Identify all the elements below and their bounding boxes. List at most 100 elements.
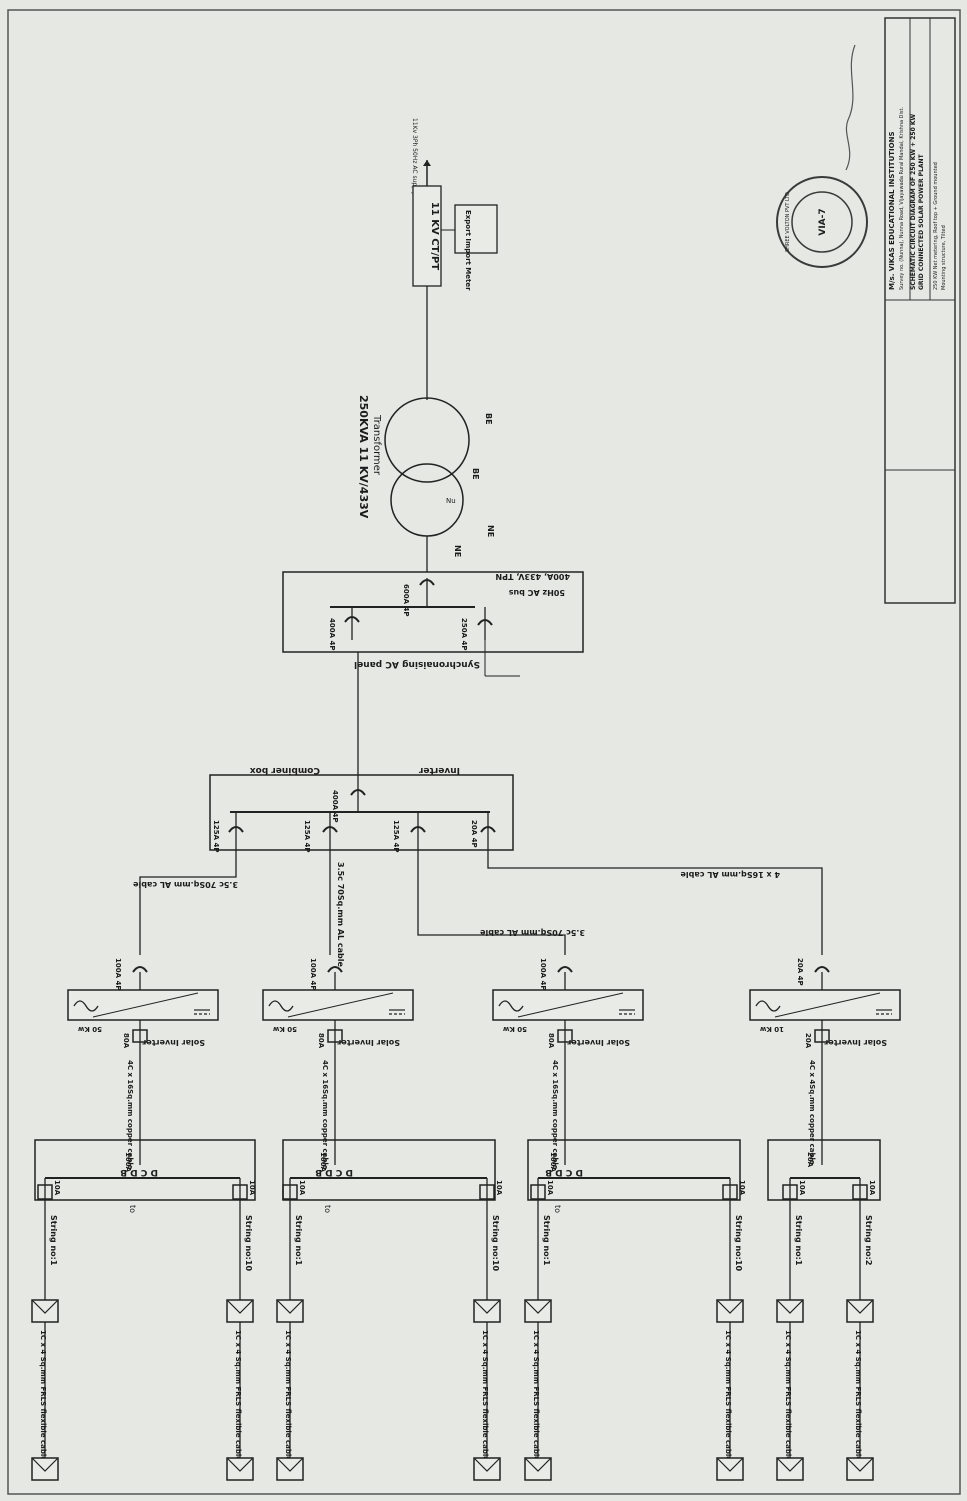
combiner-main-breaker: 400A 4P (331, 790, 339, 822)
pv-module-mark (524, 1299, 552, 1314)
ctpt-label: 11 KV CT/PT (429, 202, 440, 271)
string-cable-label: 1C x 4 Sq.mm FRLS flexible cable (532, 1330, 540, 1461)
dc-breaker-symbol (132, 1029, 148, 1043)
string-cable-label: 1C x 4 Sq.mm FRLS flexible cable (784, 1330, 792, 1461)
pv-module-mark (31, 1457, 59, 1472)
export-import-meter (454, 204, 498, 254)
dc-cable-label: 4C x 16Sq.mm copper cable (551, 1060, 559, 1170)
inverter-diagonal (287, 992, 394, 1018)
feeder-breaker-2: 125A 4P (303, 820, 311, 852)
string-cable-label: 1C x 4 Sq.mm FRLS flexible cable (234, 1330, 242, 1461)
inverter-ac-breaker: 100A 4P (114, 958, 122, 990)
string-fuse-symbol (782, 1184, 798, 1200)
ac-cable-4: 4 x 16Sq.mm AL cable (680, 870, 780, 879)
dcdb-main-breaker: 100A (124, 1152, 132, 1173)
title-line-1: M/s. VIKAS EDUCATIONAL INSTITUTIONS (888, 132, 896, 291)
string-label: String no:1 (794, 1215, 803, 1266)
title-line-4: GRID CONNECTED SOLAR POWER PLANT (918, 153, 925, 290)
inverter-label: Solar Inverter (337, 1038, 400, 1047)
ac-cable-1: 3.5c 70Sq.mm AL cable (133, 880, 239, 889)
sheet-border (7, 9, 961, 1495)
feeder-breaker-4: 20A 4P (470, 820, 478, 848)
dcdb-main-breaker: 20A (806, 1152, 814, 1168)
string-fuse-rating: 10A (798, 1180, 806, 1196)
ac-breaker-symbol (814, 966, 830, 973)
inverter-dc-breaker: 20A (804, 1033, 812, 1049)
inverter-dc-breaker: 80A (122, 1033, 130, 1049)
ac-cable-2: 3.5c 70Sq.mm AL cable (336, 862, 345, 968)
string-fuse-symbol (232, 1184, 248, 1200)
string-cable-label: 1C x 4 Sq.mm FRLS flexible cable (481, 1330, 489, 1461)
pv-module-mark (226, 1299, 254, 1314)
feeder-breaker-1: 125A 4P (212, 820, 220, 852)
inverter-label: Solar Inverter (824, 1038, 887, 1047)
pv-module-icon (226, 1457, 254, 1481)
string-fuse-rating: 10A (53, 1180, 61, 1196)
pv-module-mark (31, 1299, 59, 1314)
inverter-rating: 50 Kw (502, 1025, 527, 1033)
combiner-title: Combiner box (250, 765, 320, 775)
earth-be-1: BE (484, 413, 493, 425)
combiner-box: 400A 4P Combiner box Inverter 125A 4P 12… (209, 765, 514, 852)
transformer-subtitle: Transformer (371, 414, 382, 476)
earth-be-2: BE (471, 468, 480, 480)
ac-feeders: 3.5c 70Sq.mm AL cable 3.5c 70Sq.mm AL ca… (133, 848, 823, 968)
dc-breaker-symbol (557, 1029, 573, 1043)
combiner-box-frame (209, 774, 514, 851)
transformer-primary (384, 397, 470, 483)
dc-cable-label: 4C x 16Sq.mm copper cable (321, 1060, 329, 1170)
title-line-5: 250 KW Net metering, Roof top + Ground m… (933, 162, 939, 290)
pv-module-mark (846, 1299, 874, 1314)
pv-module-mark (524, 1457, 552, 1472)
dc-cable-label: 4C x 16Sq.mm copper cable (126, 1060, 134, 1170)
string-fuse-rating: 10A (495, 1180, 503, 1196)
pv-module-mark (473, 1457, 501, 1472)
string-label: String no:1 (294, 1215, 303, 1266)
pv-module-mark (846, 1457, 874, 1472)
solar-inverter-box (262, 989, 414, 1021)
string-fuse-symbol (722, 1184, 738, 1200)
inverter-label: Solar Inverter (567, 1038, 630, 1047)
sync-panel: 600A 4P 400A 4P 250A 4P 400A, 433V, TPN … (282, 571, 584, 775)
pv-module-icon (473, 1457, 501, 1481)
inverter-diagonal (92, 992, 199, 1018)
ac-wave-icon (268, 1000, 294, 1012)
pv-module-mark (473, 1299, 501, 1314)
sync-breaker-2: 400A 4P (328, 618, 336, 650)
inverter-ac-breaker: 100A 4P (309, 958, 317, 990)
solar-inverter-box (492, 989, 644, 1021)
inverter-diagonal (517, 992, 624, 1018)
dcdb-label: D C D B (315, 1167, 353, 1177)
dcdb-box (767, 1139, 881, 1201)
dcdb-to: to (553, 1205, 562, 1213)
title-line-6: Mounting structure, Tilted (941, 225, 947, 290)
string-fuse-rating: 10A (868, 1180, 876, 1196)
ac-wave-icon (755, 1000, 781, 1012)
dcdb-to: to (323, 1205, 332, 1213)
meter-label: Export Import Meter (464, 210, 472, 291)
string-cable-label: 1C x 4 Sq.mm FRLS flexible cable (854, 1330, 862, 1461)
dcdb-box (282, 1139, 496, 1201)
pv-module-mark (716, 1457, 744, 1472)
dc-cable-label: 4C x 4Sq.mm copper cable (808, 1060, 816, 1165)
pv-module-mark (776, 1457, 804, 1472)
string-fuse-rating: 10A (248, 1180, 256, 1196)
earth-ne-2: NE (453, 545, 462, 557)
ac-breaker-symbol (557, 966, 573, 973)
inverter-dc-breaker: 80A (317, 1033, 325, 1049)
ac-wave-icon (498, 1000, 524, 1012)
string-label: String no:1 (542, 1215, 551, 1266)
pv-module-icon (716, 1457, 744, 1481)
string-cable-label: 1C x 4 Sq.mm FRLS flexible cable (39, 1330, 47, 1461)
string-label: String no:1 (49, 1215, 58, 1266)
ctpt-box (412, 185, 442, 287)
pv-module-icon (846, 1457, 874, 1481)
combiner-subtitle: Inverter (418, 765, 460, 775)
dc-breaker-symbol (814, 1029, 830, 1043)
string-fuse-rating: 10A (298, 1180, 306, 1196)
